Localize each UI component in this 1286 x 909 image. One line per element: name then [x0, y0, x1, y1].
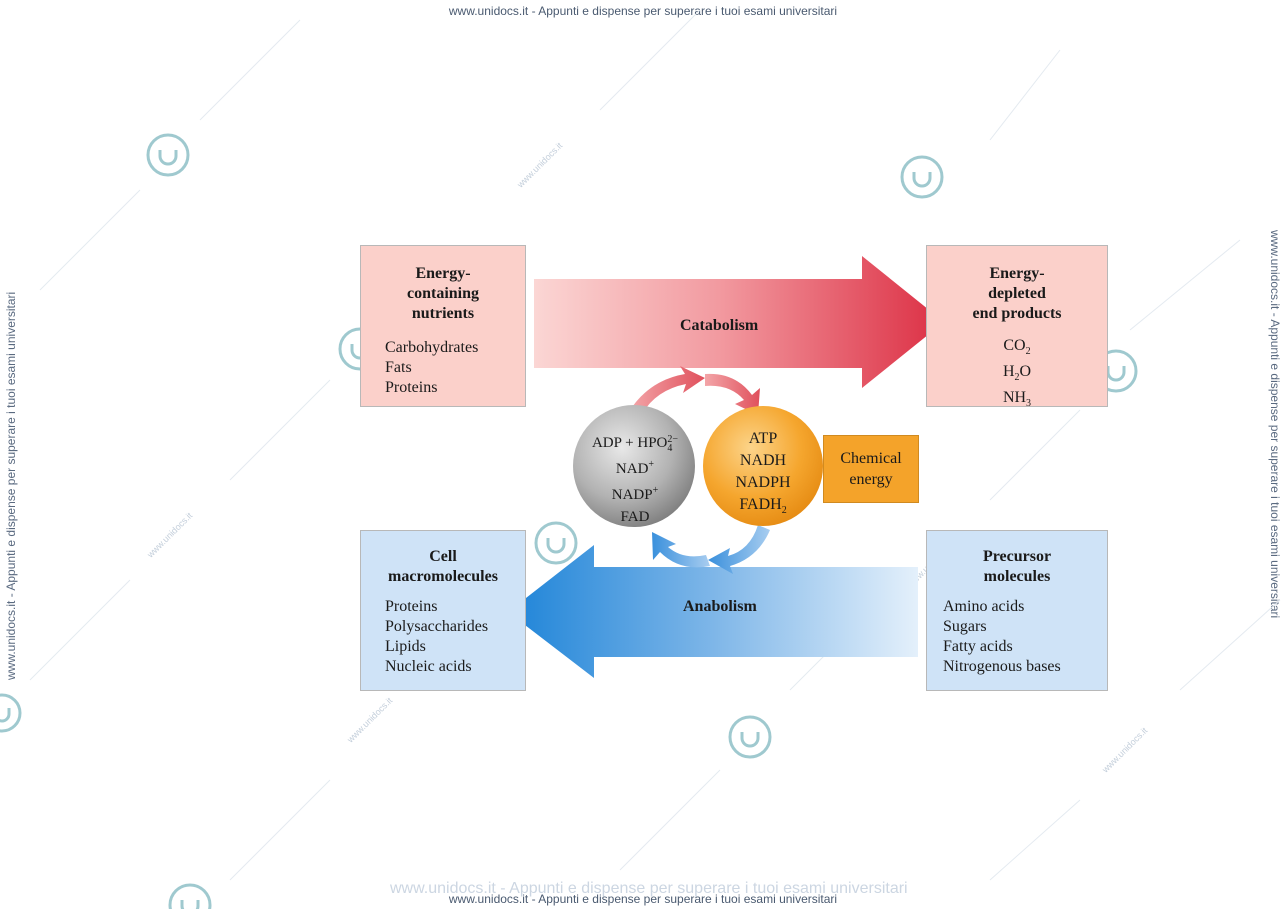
nadp-line: NADP+	[611, 485, 659, 503]
watermark-logo-icon	[0, 693, 22, 733]
nadph-line: NADPH	[735, 474, 791, 491]
precursors-box: Precursor molecules Amino acids Sugars F…	[926, 530, 1108, 691]
nutrients-list: Carbohydrates Fats Proteins	[385, 338, 525, 398]
list-item: NH3	[1002, 389, 1032, 410]
cycle-arrow-red-2	[705, 373, 760, 415]
fadh2-line: FADH2	[739, 496, 787, 517]
end-products-box: Energy- depleted end products CO2 H2O NH…	[926, 245, 1108, 410]
list-item: Proteins	[385, 598, 438, 615]
chemical-energy-label: Chemical energy	[840, 450, 902, 488]
anabolism-label: Anabolism	[683, 598, 757, 615]
watermark-logo-icon	[534, 521, 578, 565]
gray-circle	[573, 405, 695, 527]
list-item: Proteins	[385, 379, 438, 396]
list-item: Lipids	[385, 638, 426, 655]
precursors-title: Precursor molecules	[982, 548, 1052, 585]
watermark-logo-icon	[728, 715, 772, 759]
atp-line: ATP	[748, 430, 778, 447]
list-item: Polysaccharides	[385, 618, 489, 635]
list-item: Sugars	[943, 618, 987, 635]
cycle-arrow-red	[630, 366, 705, 414]
list-item: Fatty acids	[943, 638, 1013, 655]
orange-circle-text: ATP NADH NADPH FADH2	[713, 428, 813, 522]
cycle-arrow-blue	[708, 525, 770, 574]
list-item: CO2	[1003, 337, 1031, 358]
precursors-list: Amino acids Sugars Fatty acids Nitrogeno…	[943, 597, 1107, 677]
watermark-logo-icon	[146, 133, 190, 177]
chemical-energy-box: Chemical energy	[823, 435, 919, 503]
list-item: Fats	[385, 359, 412, 376]
nad-line: NAD+	[615, 459, 655, 477]
list-item: Amino acids	[943, 598, 1025, 615]
list-item: H2O	[1002, 363, 1032, 384]
watermark-logo-icon	[168, 883, 212, 909]
fad-line: FAD	[620, 509, 650, 525]
nutrients-box: Energy- containing nutrients Carbohydrat…	[360, 245, 526, 407]
list-item: Nucleic acids	[385, 658, 472, 675]
list-item: Carbohydrates	[385, 339, 479, 356]
cycle-arrow-blue-2	[652, 532, 710, 568]
orange-circle	[703, 406, 823, 526]
macromolecules-box: Cell macromolecules Proteins Polysacchar…	[360, 530, 526, 691]
macromolecules-title: Cell macromolecules	[388, 548, 498, 585]
macromolecules-list: Proteins Polysaccharides Lipids Nucleic …	[385, 597, 525, 677]
nutrients-title: Energy- containing nutrients	[406, 265, 479, 322]
end-products-title: Energy- depleted end products	[972, 265, 1062, 322]
catabolism-label: Catabolism	[680, 317, 759, 334]
anabolism-arrow	[508, 545, 918, 678]
catabolism-arrow	[534, 256, 944, 388]
nadh-line: NADH	[739, 452, 787, 469]
watermark-bottom: www.unidocs.it - Appunti e dispense per …	[448, 892, 838, 906]
watermark-logo-icon	[900, 155, 944, 199]
end-products-list: CO2 H2O NH3	[927, 336, 1107, 415]
watermark-ghost-bottom: www.unidocs.it - Appunti e dispense per …	[390, 880, 908, 897]
list-item: Nitrogenous bases	[943, 658, 1061, 675]
watermark-top: www.unidocs.it - Appunti e dispense per …	[448, 4, 838, 18]
